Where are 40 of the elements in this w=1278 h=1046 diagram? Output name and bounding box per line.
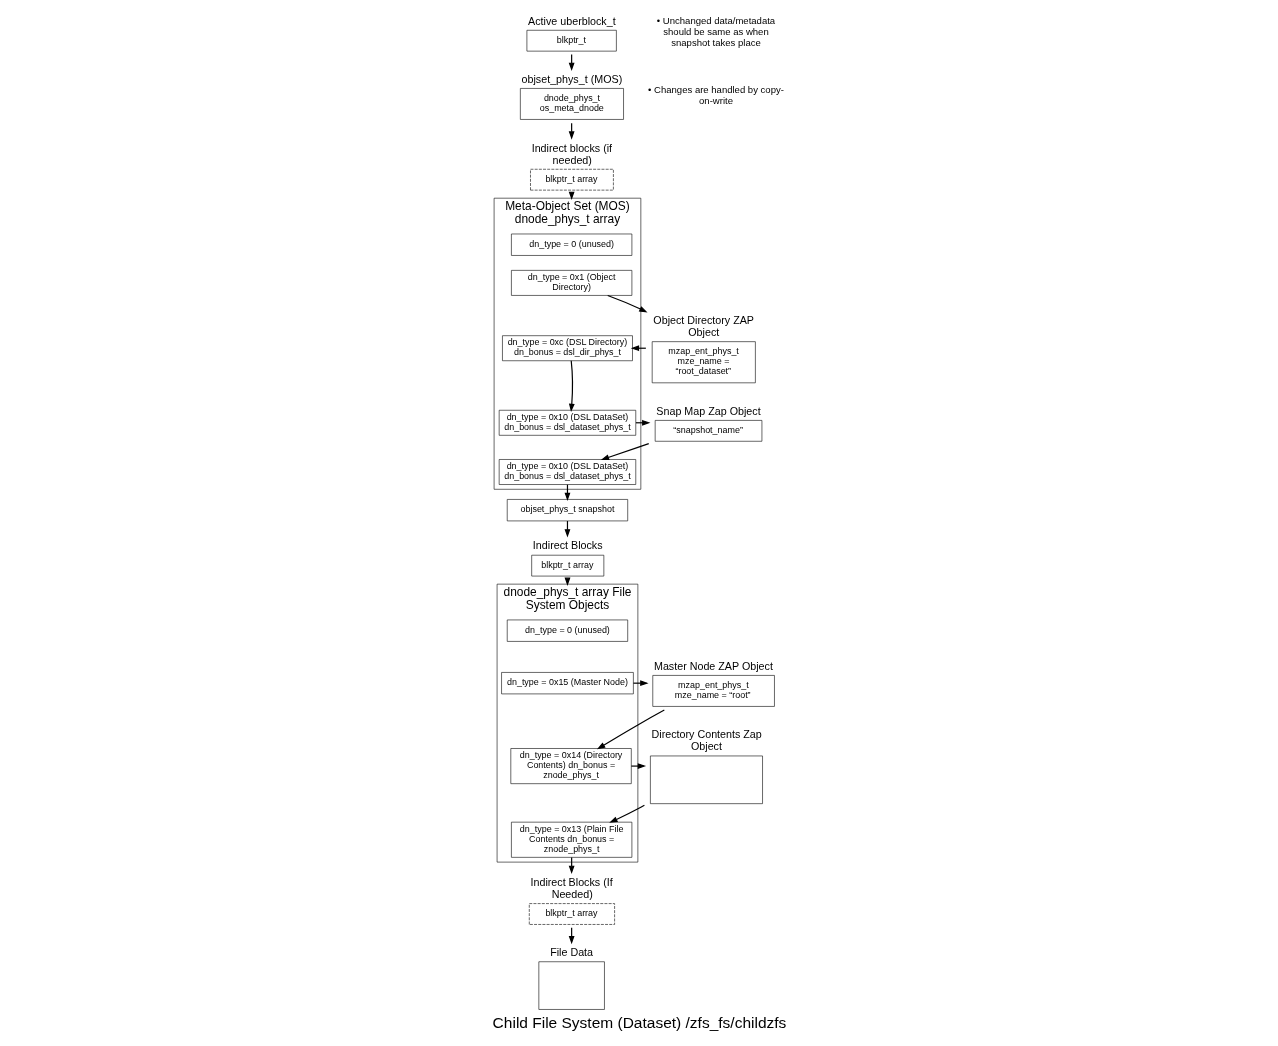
- node-box: blkptr_t array: [529, 168, 614, 191]
- arrow: [600, 443, 649, 461]
- node-box: dn_type = 0x10 (DSL DataSet) dn_bonus = dsl_dataset_phys_t: [498, 409, 636, 436]
- node-box: objset_phys_t snapshot: [506, 499, 628, 522]
- node-label: Active uberblock_t: [527, 14, 616, 27]
- arrow: [596, 709, 665, 750]
- node-label: Indirect Blocks (If Needed): [529, 875, 613, 900]
- node-label: Directory Contents Zap Object: [651, 728, 762, 753]
- node-label: Snap Map Zap Object: [655, 404, 761, 417]
- node-box: mzap_ent_phys_t mze_name = “root”: [651, 675, 775, 707]
- node-box: dnode_phys_t os_meta_dnode: [519, 88, 624, 120]
- node-box: mzap_ent_phys_t mze_name = “root_dataset”: [651, 341, 756, 384]
- node-box: dn_type = 0x10 (DSL DataSet) dn_bonus = dsl_dataset_phys_t: [498, 459, 636, 485]
- node-box: “snapshot_name”: [654, 420, 762, 442]
- arrow: [606, 294, 647, 313]
- node-box: dn_type = 0x14 (Directory Contents) dn_bonus = znode_phys_t: [510, 748, 632, 784]
- node-label: Indirect Blocks: [532, 539, 603, 552]
- node-box: dn_type = 0x1 (Object Directory): [510, 270, 632, 296]
- node-box: blkptr_t array: [530, 554, 604, 577]
- node-box: [649, 755, 763, 804]
- node-label: File Data: [549, 946, 593, 959]
- node-box: dn_type = 0x13 (Plain File Contents dn_bonus = znode_phys_t: [510, 821, 632, 858]
- node-box: dn_type = 0xc (DSL Directory) dn_bonus = dsl_dir_phys_t: [501, 335, 633, 362]
- label: • Changes are handled by copy-on-write: [647, 84, 784, 106]
- node-label: Object Directory ZAP Object: [652, 314, 754, 338]
- caption: Child File System (Dataset) /zfs_fs/childzfs: [492, 1013, 786, 1031]
- node-box: dn_type = 0x15 (Master Node): [500, 672, 634, 695]
- node-box: dn_type = 0 (unused): [506, 619, 628, 642]
- node-box: dn_type = 0 (unused): [510, 233, 632, 256]
- node-box: [538, 961, 605, 1010]
- arrow: [568, 360, 575, 413]
- node-label: objset_phys_t (MOS): [521, 72, 622, 85]
- node-box: blkptr_t: [526, 29, 617, 52]
- node-label: Master Node ZAP Object: [653, 659, 773, 672]
- node-box: blkptr_t array: [528, 903, 615, 925]
- arrow: [630, 763, 646, 769]
- node-label: Indirect blocks (if needed): [531, 141, 612, 166]
- arrow: [608, 804, 645, 823]
- label: • Unchanged data/metadata should be same as when snapshot takes place: [656, 15, 775, 48]
- arrow: [568, 856, 575, 875]
